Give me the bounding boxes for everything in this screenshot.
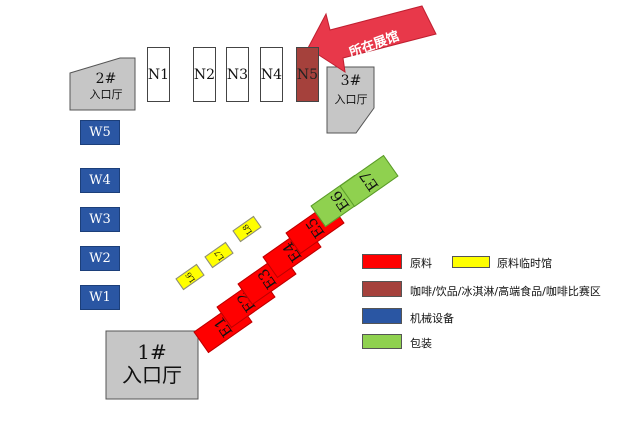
legend-label-packaging: 包装 xyxy=(410,337,432,350)
hall-w1-label: W1 xyxy=(89,290,111,305)
current-location-arrow xyxy=(307,5,437,74)
hall-n5-label: N5 xyxy=(296,66,319,83)
hall-l7-label: L7 xyxy=(212,248,226,262)
entrance-1-shape[interactable] xyxy=(105,330,199,400)
hall-n1-label: N1 xyxy=(147,66,170,83)
entrance-2-name: 入口厅 xyxy=(89,87,123,101)
hall-w3-label: W3 xyxy=(89,212,111,227)
entrance-2-label: 2# 入口厅 xyxy=(80,72,132,100)
entrance-3-shape[interactable] xyxy=(326,66,375,134)
entrance-1-name: 入口厅 xyxy=(122,363,182,387)
legend-label-raw-materials: 原料 xyxy=(410,257,432,270)
hall-w5[interactable]: W5 xyxy=(80,120,120,145)
hall-w2[interactable]: W2 xyxy=(80,246,120,271)
entrance-1-label: 1# 入口厅 xyxy=(106,342,198,386)
hall-n4-label: N4 xyxy=(260,66,283,83)
hall-w2-label: W2 xyxy=(89,251,111,266)
legend-label-coffee: 咖啡/饮品/冰淇淋/高端食品/咖啡比赛区 xyxy=(410,285,601,298)
entrance-3-name: 入口厅 xyxy=(334,92,368,106)
entrance-2-shape[interactable] xyxy=(69,57,136,111)
legend-label-raw-temp: 原料临时馆 xyxy=(497,257,552,270)
hall-w1[interactable]: W1 xyxy=(80,285,120,310)
entrance-3-label: 3# 入口厅 xyxy=(329,74,373,105)
hall-w3[interactable]: W3 xyxy=(80,207,120,232)
legend-swatch-machinery xyxy=(362,308,402,324)
hall-n4[interactable]: N4 xyxy=(260,47,283,102)
legend-swatch-packaging xyxy=(362,334,402,349)
hall-l8-label: L8 xyxy=(240,222,254,236)
entrance-2-number: 2# xyxy=(95,71,117,87)
hall-l6-label: L6 xyxy=(183,270,197,284)
hall-w4[interactable]: W4 xyxy=(80,168,120,193)
entrance-3-number: 3# xyxy=(340,73,362,89)
legend-swatch-raw-materials xyxy=(362,254,402,269)
legend-label-machinery: 机械设备 xyxy=(410,312,454,325)
hall-w4-label: W4 xyxy=(89,173,111,188)
hall-n5[interactable]: N5 xyxy=(296,47,319,102)
hall-n2[interactable]: N2 xyxy=(193,47,216,102)
hall-n1[interactable]: N1 xyxy=(147,47,170,102)
legend-swatch-raw-temp xyxy=(452,256,490,268)
hall-w5-label: W5 xyxy=(89,125,111,140)
hall-n3-label: N3 xyxy=(226,66,249,83)
hall-n2-label: N2 xyxy=(193,66,216,83)
hall-n3[interactable]: N3 xyxy=(226,47,249,102)
legend-swatch-coffee xyxy=(362,281,402,297)
entrance-1-number: 1# xyxy=(137,340,167,364)
